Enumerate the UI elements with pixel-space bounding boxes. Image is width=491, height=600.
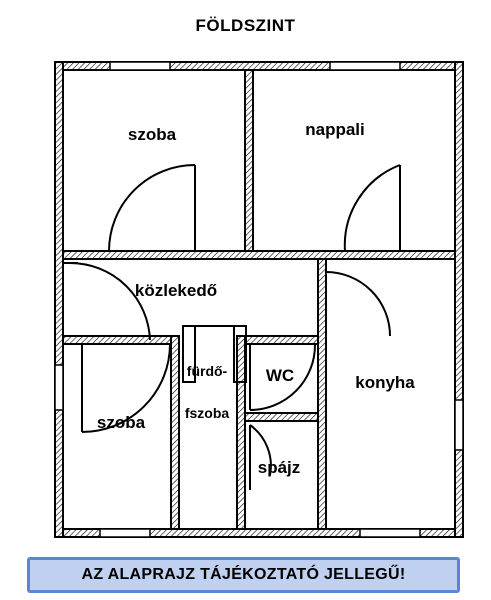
door-konyha xyxy=(325,271,391,337)
windows xyxy=(54,61,464,538)
door-kozlekedo xyxy=(63,262,151,341)
interior-walls xyxy=(62,69,456,530)
room-label-furdo-line2: fszoba xyxy=(185,405,230,421)
room-label-kozlekedo: közlekedő xyxy=(135,281,217,300)
door-spajz xyxy=(249,424,272,490)
door-furdo xyxy=(182,325,247,383)
room-label-nappali: nappali xyxy=(305,120,365,139)
door-szoba-top xyxy=(108,164,196,252)
outer-walls xyxy=(54,61,464,538)
room-label-szoba-top: szoba xyxy=(128,125,177,144)
disclaimer-text: AZ ALAPRAJZ TÁJÉKOZTATÓ JELLEGŰ! xyxy=(81,566,406,583)
room-label-konyha: konyha xyxy=(355,373,415,392)
room-label-wc: WC xyxy=(266,366,294,385)
door-nappali xyxy=(343,164,401,252)
plan-title: FÖLDSZINT xyxy=(195,16,296,35)
door-szoba-bottom xyxy=(81,343,171,433)
room-label-furdo-line1: fürdő- xyxy=(187,363,228,379)
door-wc xyxy=(249,344,316,411)
disclaimer-banner: AZ ALAPRAJZ TÁJÉKOZTATÓ JELLEGŰ! xyxy=(27,557,460,593)
room-label-spajz: spájz xyxy=(258,458,301,477)
room-label-szoba-bottom: szoba xyxy=(97,413,146,432)
